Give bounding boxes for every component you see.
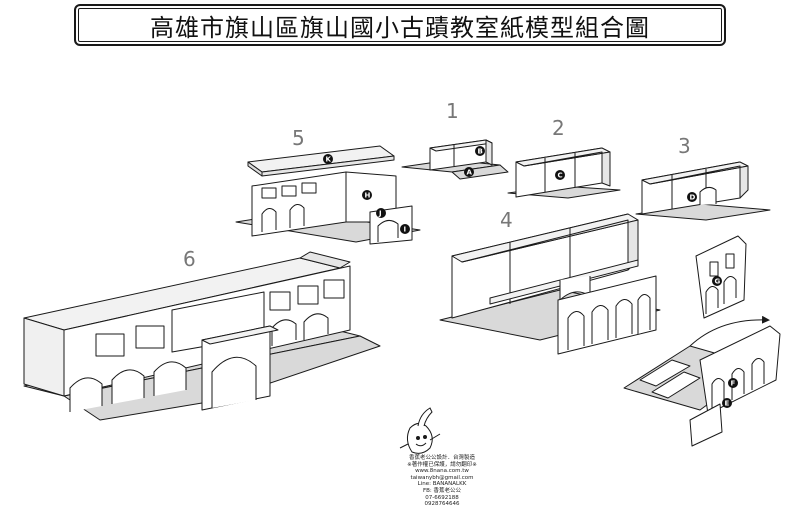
credit-line: 0928764646	[424, 501, 460, 508]
credit-line: FB: 香蕉老公公	[422, 487, 462, 494]
svg-text:B: B	[478, 148, 483, 156]
credit-line: 香蕉老公公設計．台灣製造	[408, 455, 475, 461]
part-label-k: K	[323, 154, 333, 164]
model-number-6: 6	[183, 247, 196, 271]
svg-text:J: J	[378, 210, 382, 218]
svg-text:I: I	[404, 226, 407, 234]
svg-text:A: A	[467, 169, 473, 177]
part-label-i: I	[400, 224, 410, 234]
credit-line: taiwanybh@gmail.com	[410, 474, 474, 481]
model-number-1: 1	[446, 99, 459, 123]
piece-g-facade	[695, 235, 747, 319]
model-3-piece	[635, 161, 771, 221]
part-label-d: D	[687, 192, 697, 202]
part-label-f: F	[728, 378, 738, 388]
piece-ef-assembly	[623, 325, 781, 447]
svg-text:E: E	[725, 400, 730, 408]
model-6-piece	[23, 251, 381, 421]
part-label-c: C	[555, 170, 565, 180]
svg-text:K: K	[326, 156, 332, 164]
credit-line: www.8nana.com.tw	[415, 468, 469, 475]
credit-line: Line: BANANALKK	[417, 481, 467, 488]
fold-arrow	[689, 315, 770, 347]
svg-text:H: H	[365, 192, 371, 200]
credit-line: ※著作權已保護，請勿翻印※	[407, 461, 477, 468]
part-label-a: A	[464, 167, 474, 177]
part-label-e: E	[722, 398, 732, 408]
part-label-j: J	[376, 208, 386, 218]
model-number-5: 5	[292, 126, 305, 150]
model-number-3: 3	[678, 134, 691, 158]
part-label-h: H	[362, 190, 372, 200]
credits-block: 香蕉老公公設計．台灣製造 ※著作權已保護，請勿翻印※ www.8nana.com…	[382, 455, 502, 508]
title-frame: 高雄市旗山區旗山國小古蹟教室紙模型組合圖	[74, 4, 726, 46]
model-number-2: 2	[552, 116, 565, 140]
credit-line: 07-6692188	[425, 494, 459, 501]
part-label-g: G	[712, 276, 722, 286]
part-label-b: B	[475, 146, 485, 156]
model-4-piece	[439, 213, 661, 355]
svg-text:G: G	[715, 278, 721, 286]
svg-text:D: D	[690, 194, 696, 202]
model-1-piece	[401, 139, 509, 180]
page-title: 高雄市旗山區旗山國小古蹟教室紙模型組合圖	[150, 13, 650, 42]
model-number-4: 4	[500, 208, 513, 232]
svg-text:F: F	[731, 380, 736, 388]
banana-mascot-logo	[399, 407, 441, 454]
model-5-piece	[235, 145, 421, 245]
svg-text:C: C	[558, 172, 563, 180]
